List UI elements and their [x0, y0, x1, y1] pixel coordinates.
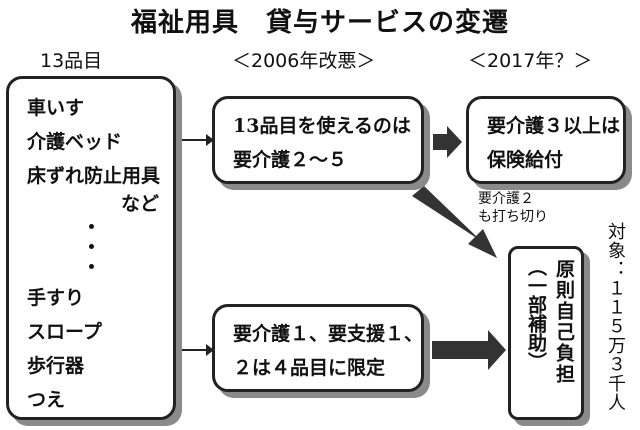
- item-etc: など: [121, 193, 160, 215]
- box-2017-insurance: 要介護３以上は 保険給付: [466, 96, 626, 184]
- item-care-bed: 介護ベッド: [27, 131, 123, 153]
- arrow-2006-to-2017: [433, 126, 462, 158]
- final-box-sub: （一部補助）: [525, 257, 547, 371]
- item-walker: 歩行器: [27, 355, 85, 377]
- final-box-main: 原則自己負担: [553, 259, 575, 385]
- box-2006-bottom-line-2: ２は４品目に限定: [233, 357, 386, 379]
- ellipsis-dot: [89, 264, 94, 269]
- column-header-items: 13品目: [40, 50, 103, 72]
- column-header-2017: ＜2017年？＞: [468, 50, 593, 72]
- diagram-title: 福祉用具 貸与サービスの変遷: [130, 8, 509, 38]
- box-2006-line-2: 要介護２～５: [233, 149, 348, 171]
- box-2006-bottom-line-1: 要介護１、要支援１、: [233, 323, 424, 345]
- arrow-diagonal-to-final: [412, 186, 497, 258]
- ellipsis-dot: [89, 244, 94, 249]
- ellipsis-dot: [89, 224, 94, 229]
- box-2006-care-levels: 13品目を使えるのは 要介護２～５: [212, 96, 424, 184]
- arrow-label-line-1: 要介護２: [478, 191, 534, 207]
- bottom-connector-arrowhead: [206, 344, 214, 356]
- column-header-2006: ＜2006年改悪＞: [232, 50, 376, 72]
- item-wheelchair: 車いす: [27, 97, 85, 119]
- box-2006-limited: 要介護１、要支援１、 ２は４品目に限定: [212, 304, 424, 392]
- arrow-bottom-to-final: [432, 330, 506, 370]
- arrow-label-line-2: も打ち切り: [478, 209, 548, 225]
- target-count-label: 対象：１１５万３千人: [605, 222, 626, 412]
- box-2017-line-2: 保険給付: [487, 149, 564, 171]
- item-slope: スロープ: [27, 321, 102, 343]
- item-bedsore-prevention: 床ずれ防止用具: [27, 165, 161, 187]
- box-2006-line-1: 13品目を使えるのは: [233, 115, 411, 137]
- top-connector-arrowhead: [206, 134, 214, 146]
- box-2017-line-1: 要介護３以上は: [487, 115, 621, 137]
- box-final-self-pay: 原則自己負担 （一部補助）: [508, 246, 584, 420]
- item-cane: つえ: [27, 389, 66, 411]
- items-box: 車いす 介護ベッド 床ずれ防止用具 など 手すり スロープ 歩行器 つえ: [6, 76, 176, 420]
- item-handrail: 手すり: [27, 287, 85, 309]
- arrow-label: 要介護２ も打ち切り: [478, 190, 548, 226]
